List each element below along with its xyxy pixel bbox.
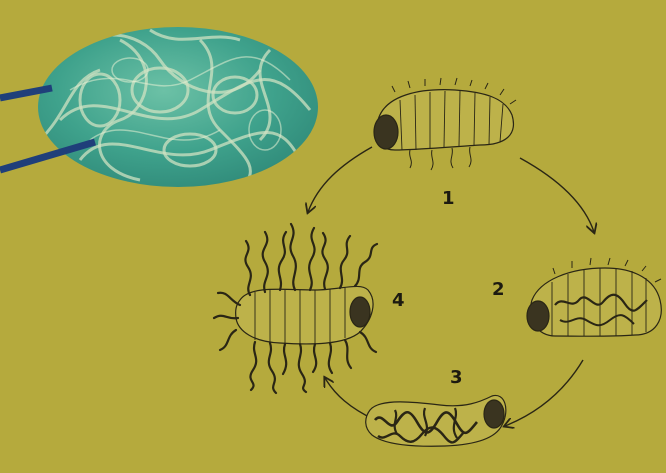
stage-label-1: 1 [442,190,455,208]
stage-label-3: 3 [450,369,463,387]
larva-stage-1 [374,78,516,170]
larva-stage-4 [214,224,377,393]
larva-stage-2 [527,258,661,336]
stage-label-2: 2 [492,281,505,299]
cycle-arrow [505,360,583,426]
cycle-arrow [308,147,372,212]
larva-stage-3 [366,395,506,446]
cycle-arrow [520,158,594,232]
microscope-inset [38,27,318,190]
stage-label-4: 4 [392,292,405,310]
